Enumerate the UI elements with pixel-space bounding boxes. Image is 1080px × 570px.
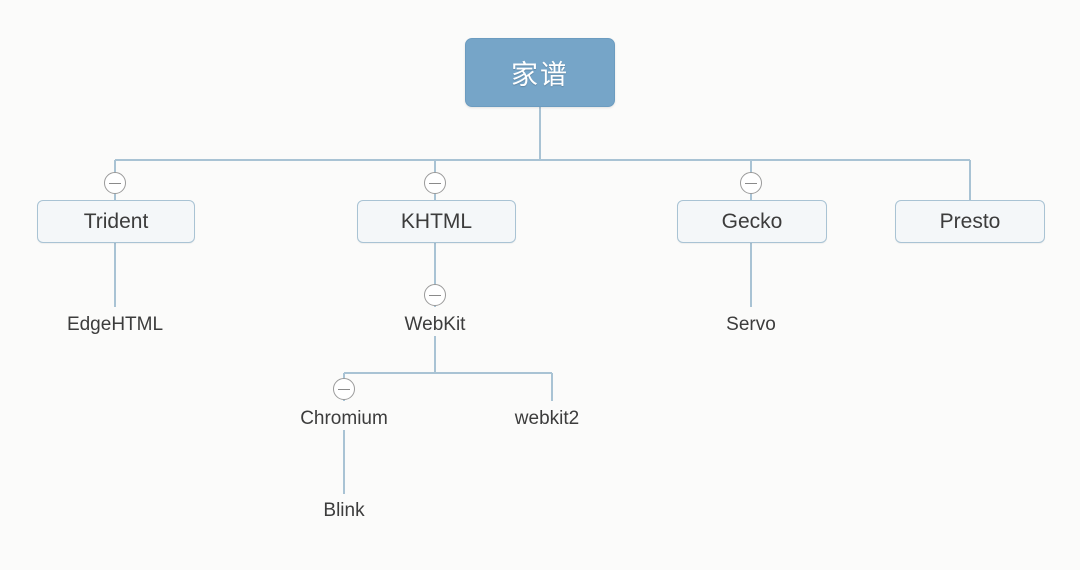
node-trident[interactable]: Trident xyxy=(37,200,195,243)
node-webkit2[interactable]: webkit2 xyxy=(515,408,579,430)
node-servo[interactable]: Servo xyxy=(726,314,776,336)
node-edgehtml-label: EdgeHTML xyxy=(66,314,164,335)
node-webkit2-label: webkit2 xyxy=(514,408,580,429)
node-servo-label: Servo xyxy=(726,314,776,335)
minus-circle-icon-khtml[interactable] xyxy=(424,172,446,194)
node-webkit[interactable]: WebKit xyxy=(405,314,466,336)
node-root-family-tree[interactable]: 家谱 xyxy=(465,38,615,107)
node-root-label: 家谱 xyxy=(511,60,569,90)
node-blink-label: Blink xyxy=(323,500,365,521)
node-khtml-label: KHTML xyxy=(400,209,473,233)
node-chromium[interactable]: Chromium xyxy=(300,408,388,430)
node-blink[interactable]: Blink xyxy=(323,500,364,522)
node-khtml[interactable]: KHTML xyxy=(357,200,516,243)
node-trident-label: Trident xyxy=(83,209,149,233)
node-presto[interactable]: Presto xyxy=(895,200,1045,243)
node-edgehtml[interactable]: EdgeHTML xyxy=(67,314,163,336)
node-gecko[interactable]: Gecko xyxy=(677,200,827,243)
minus-circle-icon-chromium[interactable] xyxy=(333,378,355,400)
minus-circle-icon-webkit[interactable] xyxy=(424,284,446,306)
node-webkit-label: WebKit xyxy=(404,314,466,335)
node-gecko-label: Gecko xyxy=(721,209,783,233)
minus-circle-icon-trident[interactable] xyxy=(104,172,126,194)
node-presto-label: Presto xyxy=(939,209,1001,233)
minus-circle-icon-gecko[interactable] xyxy=(740,172,762,194)
node-chromium-label: Chromium xyxy=(300,408,388,429)
